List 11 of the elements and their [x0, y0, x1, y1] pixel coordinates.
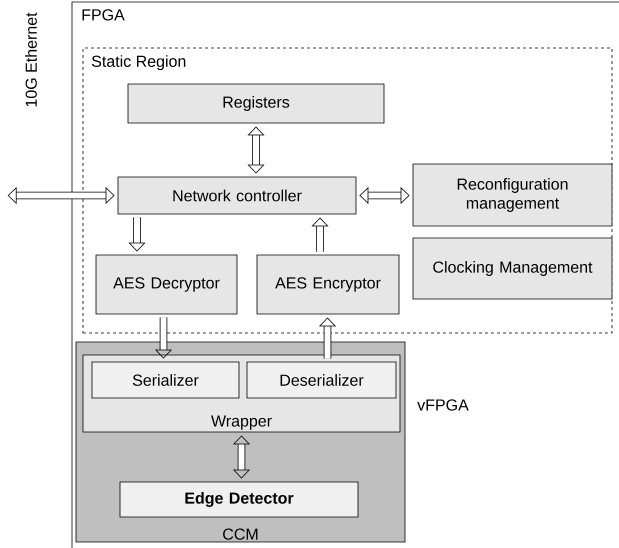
block-box: Deserializer: [246, 362, 396, 398]
block-box: AES Decryptor: [96, 254, 238, 314]
block-box: Clocking Management: [412, 238, 612, 300]
block-box: Registers: [128, 84, 384, 124]
port-label: 10G Ethernet: [25, 12, 37, 106]
block-box: Network controller: [118, 176, 356, 214]
block-box: Serializer: [92, 362, 240, 398]
block-box: Reconfiguration management: [412, 164, 612, 226]
block-box: AES Encryptor: [256, 254, 400, 314]
block-box: Edge Detector: [120, 482, 358, 518]
region-label: vFPGA: [417, 399, 469, 411]
